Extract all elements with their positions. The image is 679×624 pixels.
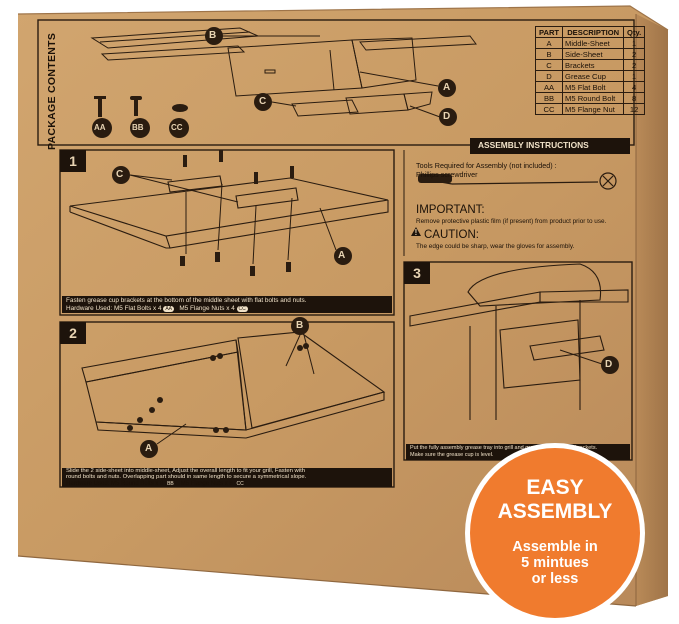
- step1-hardware-item1: M5 Flat Bolts x 4: [113, 305, 162, 312]
- label-c: C: [259, 96, 267, 107]
- step3-caption-line2: Make sure the grease cup is level.: [410, 451, 494, 458]
- step1-caption: Fasten grease cup brackets at the bottom…: [66, 297, 307, 304]
- label-d: D: [443, 111, 451, 122]
- parts-header-qty: Qty.: [623, 26, 645, 38]
- part-description: Side-Sheet: [562, 48, 625, 60]
- part-qty: 1: [623, 70, 645, 82]
- badge-line4: 5 mintues: [521, 555, 589, 571]
- part-id: A: [534, 37, 564, 49]
- step1-item2-tag: CC: [236, 306, 248, 312]
- part-id: AA: [534, 81, 564, 93]
- step2-label-b: B: [296, 320, 304, 331]
- part-description: Brackets: [562, 59, 625, 71]
- hardware-cc-marker: [169, 118, 189, 138]
- hardware-bb-label: BB: [132, 123, 144, 132]
- part-id: CC: [534, 103, 564, 115]
- hardware-aa-marker: [92, 118, 112, 138]
- part-qty: 2: [623, 48, 645, 60]
- part-description: Middle-Sheet: [562, 37, 625, 49]
- part-id: C: [534, 59, 564, 71]
- warning-icon: !: [414, 228, 418, 237]
- hardware-cc-label: CC: [171, 123, 183, 132]
- step1-item1-tag: AA: [163, 306, 175, 312]
- part-id: B: [534, 48, 564, 60]
- step3-number: 3: [413, 265, 421, 281]
- badge-line2: ASSEMBLY: [497, 500, 613, 523]
- label-a: A: [443, 82, 451, 93]
- step2-caption-line1: Slide the 2 side-sheet into middle-sheet…: [66, 468, 306, 474]
- step2-item2-tag: CC: [234, 481, 246, 487]
- tools-screwdriver: Phillips screwdriver: [416, 170, 478, 179]
- step2-hardware-label: Hardware Used:: [66, 481, 110, 487]
- caution-text: The edge could be sharp, wear the gloves…: [416, 243, 575, 250]
- box-side: [636, 14, 668, 606]
- step1-hardware-item2: M5 Flange Nuts x 4: [179, 305, 235, 312]
- hardware-bb-marker: [130, 118, 150, 138]
- step1-hardware: Hardware Used: M5 Flat Bolts x 4 AA M5 F…: [66, 305, 392, 312]
- step1-label-c: C: [116, 169, 124, 180]
- step2-label-a: A: [145, 443, 153, 454]
- step2-caption-line2: round bolts and nuts. Overlapping part s…: [66, 474, 307, 481]
- part-qty: 2: [623, 59, 645, 71]
- part-description: M5 Round Bolt: [562, 92, 625, 104]
- step3-caption-line1: Put the fully assembly grease tray into …: [410, 445, 598, 451]
- part-description: Grease Cup: [562, 70, 625, 82]
- step2-hardware-item2: M5 Flange Nuts x 8: [180, 481, 233, 487]
- part-description: M5 Flat Bolt: [562, 81, 625, 93]
- easy-assembly-badge: EASY ASSEMBLY Assemble in 5 mintues or l…: [470, 448, 640, 618]
- step2-caption: Slide the 2 side-sheet into middle-sheet…: [66, 468, 392, 481]
- hardware-aa-label: AA: [94, 123, 106, 132]
- important-text: Remove protective plastic film (if prese…: [416, 218, 607, 225]
- step1-hardware-label: Hardware Used:: [66, 305, 113, 312]
- step1-label-a: A: [338, 250, 346, 261]
- step2-item1-tag: BB: [165, 481, 176, 487]
- part-qty: 4: [623, 81, 645, 93]
- label-b: B: [209, 30, 217, 41]
- package-contents-title: PACKAGE CONTENTS: [46, 32, 58, 150]
- step2-number: 2: [69, 325, 77, 341]
- step2-hardware: Hardware Used: M5 Round Bolts x 8 BB M5 …: [66, 481, 392, 487]
- parts-header-description: DESCRIPTION: [562, 26, 625, 38]
- step1-number: 1: [69, 153, 77, 169]
- badge-line3: Assemble in: [512, 539, 598, 555]
- part-description: M5 Flange Nut: [562, 103, 625, 115]
- step3-caption: Put the fully assembly grease tray into …: [410, 445, 632, 458]
- assembly-title: ASSEMBLY INSTRUCTIONS: [478, 140, 589, 150]
- badge-line1: EASY: [526, 476, 584, 499]
- tools-required: Tools Required for Assembly (not include…: [416, 161, 557, 170]
- part-id: D: [534, 70, 564, 82]
- step3-label-d: D: [605, 359, 613, 370]
- part-qty: 12: [623, 103, 645, 115]
- badge-line5: or less: [531, 571, 579, 587]
- parts-header-part: PART: [534, 26, 564, 38]
- part-qty: 8: [623, 92, 645, 104]
- part-id: BB: [534, 92, 564, 104]
- caution-title: CAUTION:: [424, 229, 479, 241]
- badge-subtext: Assemble in 5 mintues or less: [470, 539, 640, 587]
- step2-hardware-item1: M5 Round Bolts x 8: [111, 481, 164, 487]
- important-title: IMPORTANT:: [416, 204, 485, 216]
- step1-panel: [59, 149, 395, 316]
- part-qty: 1: [623, 37, 645, 49]
